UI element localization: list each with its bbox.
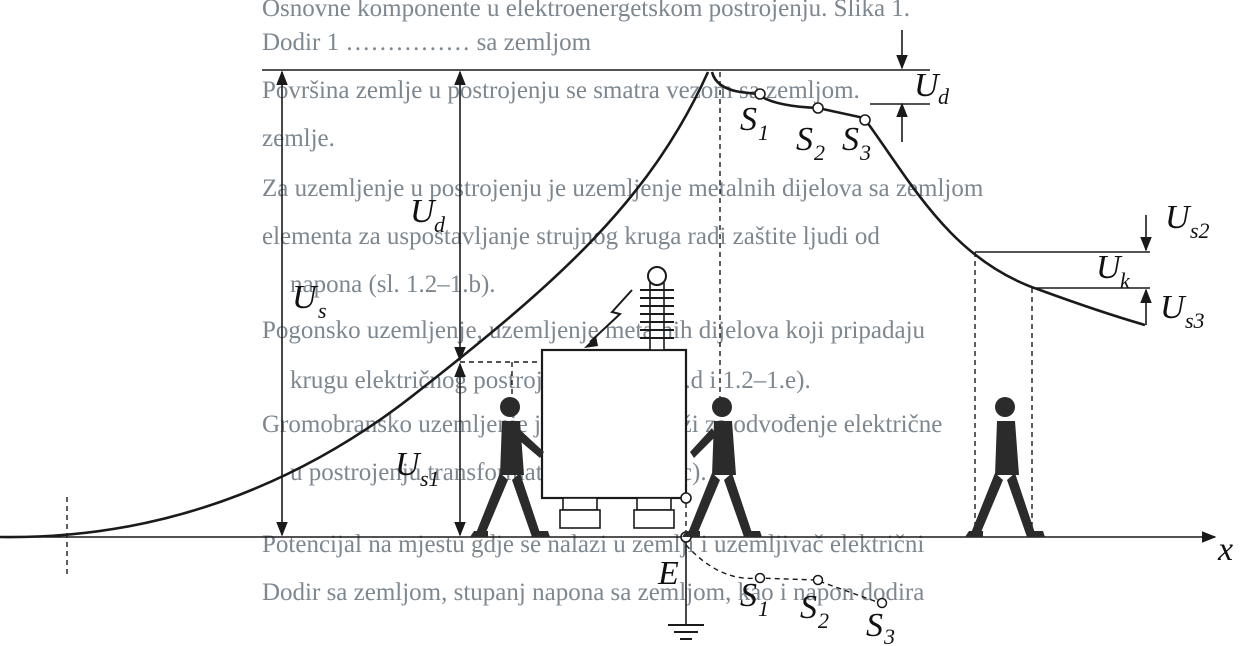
label-us2: U s2 [1165, 199, 1210, 243]
potential-curve-right [710, 71, 1146, 327]
label-s2-bottom: S 2 [800, 589, 829, 633]
background-text-line: Za uzemljenje u postrojenju je uzemljenj… [262, 175, 984, 202]
svg-text:S: S [800, 589, 817, 626]
switch-contact-icon [754, 88, 766, 100]
svg-text:U: U [1096, 249, 1123, 286]
switch-contact-icon [754, 572, 766, 584]
label-s3-bottom: S 3 [866, 607, 895, 646]
label-ud-main: U d [410, 193, 446, 237]
label-uk: U k [1096, 249, 1131, 293]
label-x-axis: x [1217, 531, 1233, 568]
svg-text:U: U [410, 193, 437, 230]
background-text-line: napona (sl. 1.2–1.b). [290, 271, 496, 298]
person-figure-left [470, 397, 550, 537]
ground-symbol-icon [668, 624, 704, 640]
svg-text:S: S [796, 121, 813, 158]
switch-contact-icon [680, 492, 692, 504]
switch-contact-icon [876, 597, 888, 609]
switch-contact-icon [812, 102, 824, 114]
switch-contact-icon [812, 574, 824, 586]
svg-text:U: U [1160, 289, 1187, 326]
person-figure-center [682, 397, 762, 537]
svg-text:S: S [866, 607, 883, 644]
background-text-line: elementa za uspostavljanje strujnog krug… [262, 223, 880, 250]
background-text-line: Dodir 1 …………… sa zemljom [262, 29, 592, 56]
svg-text:S: S [740, 101, 757, 138]
svg-text:U: U [1165, 199, 1192, 236]
svg-text:U: U [914, 67, 941, 104]
label-us3: U s3 [1160, 289, 1205, 333]
svg-text:3: 3 [883, 624, 895, 646]
label-s3-top: S 3 [842, 121, 871, 165]
svg-text:S: S [842, 121, 859, 158]
person-figure-right [965, 397, 1045, 537]
switch-contact-icon [859, 114, 871, 126]
svg-text:U: U [395, 446, 422, 483]
svg-text:s2: s2 [1190, 218, 1210, 243]
svg-text:s: s [318, 298, 327, 323]
transformer-icon [540, 266, 688, 529]
label-us1: U s1 [395, 446, 440, 491]
label-earth: E [657, 555, 679, 592]
svg-text:s1: s1 [420, 466, 440, 491]
svg-text:S: S [740, 577, 757, 614]
label-us: U s [292, 279, 327, 323]
svg-text:k: k [1120, 268, 1131, 293]
svg-text:s3: s3 [1185, 308, 1205, 333]
background-text-line: Osnovne komponente u elektroenergetskom … [262, 0, 910, 22]
svg-text:1: 1 [758, 120, 769, 145]
potential-curve-left [0, 71, 710, 539]
label-s2-top: S 2 [796, 121, 825, 165]
label-s1-bottom: S 1 [740, 577, 769, 621]
svg-text:2: 2 [818, 608, 829, 633]
svg-text:2: 2 [814, 140, 825, 165]
svg-text:U: U [292, 279, 319, 316]
svg-text:1: 1 [758, 596, 769, 621]
background-text-line: Potencijal na mjestu gdje se nalazi u ze… [262, 531, 924, 558]
background-text-line: Dodir sa zemljom, stupanj napona sa zeml… [262, 579, 924, 606]
label-s1-top: S 1 [740, 101, 769, 145]
svg-text:d: d [938, 84, 950, 109]
svg-text:d: d [434, 212, 446, 237]
svg-text:3: 3 [859, 140, 871, 165]
background-text-line: zemlje. [262, 125, 335, 152]
lightning-icon [584, 289, 633, 348]
background-text-block: Osnovne komponente u elektroenergetskom … [262, 0, 984, 606]
label-ud-top: U d [914, 67, 950, 109]
